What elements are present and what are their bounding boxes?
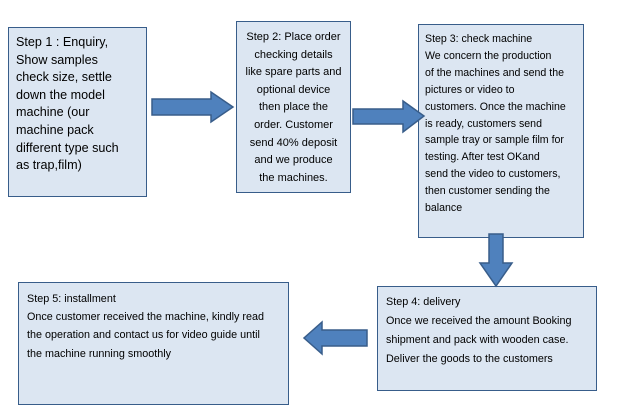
arrow-step2-to-step3-icon	[352, 99, 426, 134]
step-4-text: Step 4: delivery Once we received the am…	[386, 296, 572, 365]
step-2-box: Step 2: Place order checking details lik…	[236, 21, 351, 193]
step-5-text: Step 5: installment Once customer receiv…	[27, 293, 265, 360]
step-3-box: Step 3: check machine We concern the pro…	[418, 24, 584, 238]
step-4-box: Step 4: delivery Once we received the am…	[377, 286, 597, 391]
arrow-step1-to-step2-icon	[151, 90, 235, 124]
step-3-text: Step 3: check machine We concern the pro…	[425, 33, 566, 215]
step-2-text: Step 2: Place order checking details lik…	[245, 31, 342, 184]
step-1-text: Step 1 : Enquiry, Show samples check siz…	[16, 35, 119, 173]
arrow-step4-to-step5-icon	[302, 320, 368, 356]
step-1-box: Step 1 : Enquiry, Show samples check siz…	[8, 27, 147, 197]
step-5-box: Step 5: installment Once customer receiv…	[18, 282, 289, 405]
arrow-step3-to-step4-icon	[478, 233, 514, 288]
